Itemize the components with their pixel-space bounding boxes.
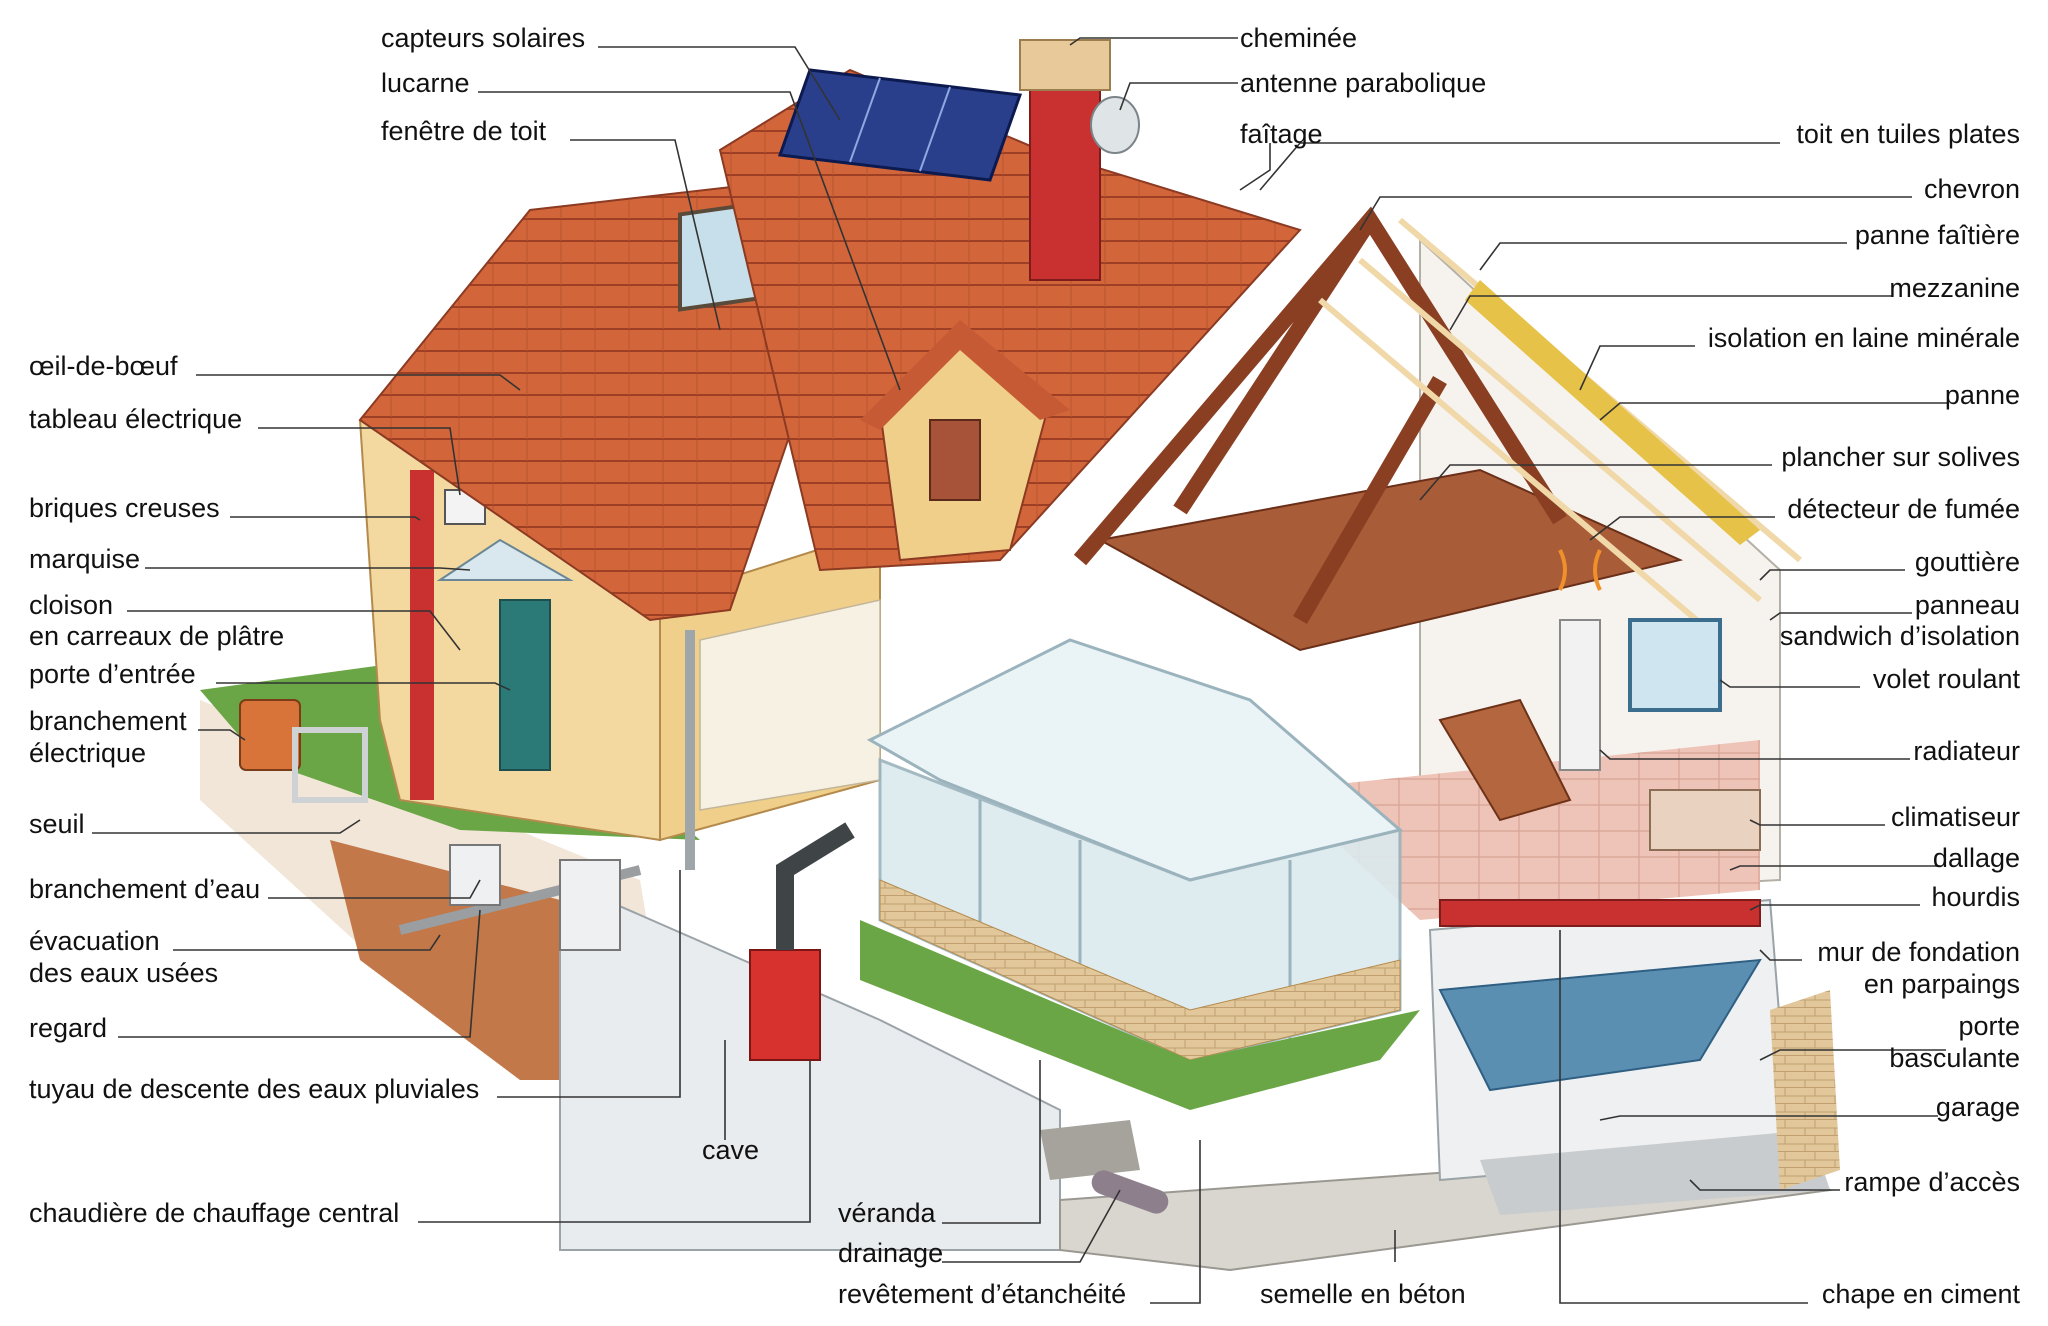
label-revetement: revêtement d’étanchéité <box>838 1279 1127 1309</box>
label-panne: panne <box>1944 380 2020 410</box>
boiler-flue <box>776 822 855 950</box>
label-porte-entree: porte d’entrée <box>29 659 196 689</box>
label-marquise: marquise <box>29 544 141 574</box>
label-fenetre-de-toit: fenêtre de toit <box>381 116 547 146</box>
label-semelle: semelle en béton <box>1260 1279 1466 1309</box>
label-panneau-line2: sandwich d’isolation <box>1779 621 2020 651</box>
dormer-window <box>929 419 981 501</box>
ramp <box>1480 1130 1830 1215</box>
label-tableau-electrique: tableau électrique <box>29 404 243 434</box>
air-conditioner <box>1649 789 1761 851</box>
label-capteurs-solaires: capteurs solaires <box>381 23 586 53</box>
label-oeil-de-boeuf: œil-de-bœuf <box>29 351 178 381</box>
label-branchement-electrique-line2: électrique <box>29 738 147 768</box>
label-evacuation-line2: des eaux usées <box>29 958 219 988</box>
label-evacuation: évacuation <box>29 926 160 956</box>
chimney-cap <box>1019 39 1111 91</box>
label-mur-fondation-line2: en parpaings <box>1863 969 2020 999</box>
label-garage: garage <box>1935 1092 2020 1122</box>
label-cloison: cloison <box>29 590 114 620</box>
upper-floor-mezzanine <box>1097 468 1684 652</box>
label-radiateur: radiateur <box>1913 736 2020 766</box>
label-climatiseur: climatiseur <box>1890 802 2020 832</box>
label-branchement-eau: branchement d’eau <box>29 874 261 904</box>
drain-pipe <box>1091 1170 1169 1214</box>
entry-door <box>499 599 551 771</box>
label-veranda: véranda <box>838 1198 936 1228</box>
label-chevron: chevron <box>1923 174 2020 204</box>
insulation <box>1465 280 1760 545</box>
label-panne-faitiere: panne faîtière <box>1854 220 2020 250</box>
hollow-bricks-column <box>410 470 434 800</box>
label-cloison-line2: en carreaux de plâtre <box>29 621 285 651</box>
drain-gravel <box>1040 1120 1140 1180</box>
label-faitage: faîtage <box>1240 119 1323 149</box>
block-wall-right <box>1770 990 1840 1190</box>
label-panneau: panneau <box>1914 590 2020 620</box>
label-cheminee: cheminée <box>1240 23 1358 53</box>
label-detecteur: détecteur de fumée <box>1787 494 2020 524</box>
stairs <box>1438 698 1572 822</box>
label-branchement-electrique: branchement <box>29 706 187 736</box>
label-volet-roulant: volet roulant <box>1872 664 2020 694</box>
canopy-marquise <box>436 538 574 581</box>
electric-meter-box <box>239 699 301 771</box>
veranda-brick-base <box>879 879 1401 1061</box>
lawn-veranda <box>860 920 1420 1110</box>
central-roof <box>718 68 1302 572</box>
label-gouttiere: gouttière <box>1914 547 2020 577</box>
satellite-dish <box>1090 96 1140 154</box>
fence <box>292 727 368 803</box>
label-chaudiere: chaudière de chauffage central <box>29 1198 400 1228</box>
chimney <box>1029 69 1101 281</box>
dormer-roof <box>860 320 1070 430</box>
smoke-detector-waves <box>1558 549 1602 591</box>
label-briques-creuses: briques creuses <box>29 493 220 523</box>
roof-truss <box>1073 206 1567 625</box>
hourdis-blocks <box>1439 899 1761 927</box>
label-drainage: drainage <box>838 1238 944 1268</box>
label-mezzanine: mezzanine <box>1889 273 2020 303</box>
radiator <box>1559 619 1601 771</box>
label-cave: cave <box>702 1135 760 1165</box>
label-seuil: seuil <box>29 809 85 839</box>
roller-shutter-window <box>1628 618 1722 712</box>
water-meter-box <box>559 859 621 951</box>
label-rampe: rampe d’accès <box>1844 1167 2020 1197</box>
label-antenne: antenne parabolique <box>1240 68 1487 98</box>
boiler <box>749 949 821 1061</box>
label-chape: chape en ciment <box>1821 1279 2020 1309</box>
label-mur-fondation: mur de fondation <box>1817 937 2020 967</box>
label-lucarne: lucarne <box>381 68 470 98</box>
label-tuyau-descente: tuyau de descente des eaux pluviales <box>29 1074 480 1104</box>
label-dallage: dallage <box>1932 843 2020 873</box>
label-hourdis: hourdis <box>1931 882 2020 912</box>
label-porte-basculante: porte <box>1958 1011 2020 1041</box>
label-porte-basculante-line2: basculante <box>1889 1043 2020 1073</box>
garage-door <box>1438 958 1762 1092</box>
solar-panels <box>777 68 1023 182</box>
label-plancher: plancher sur solives <box>1781 442 2020 472</box>
label-isolation: isolation en laine minérale <box>1707 323 2020 353</box>
manhole-regard <box>449 844 501 906</box>
label-regard: regard <box>29 1013 108 1043</box>
label-toit-tuiles: toit en tuiles plates <box>1796 119 2020 149</box>
